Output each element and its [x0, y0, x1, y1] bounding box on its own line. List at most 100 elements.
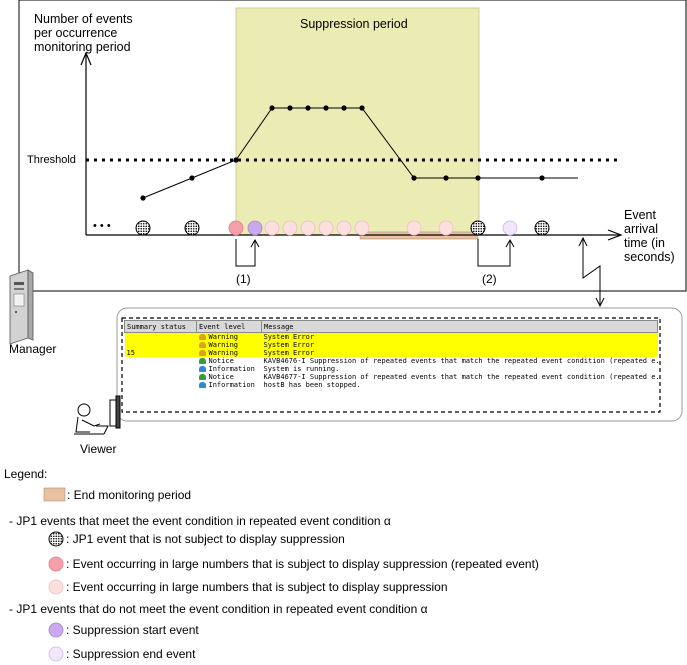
column-header-message[interactable]: Message: [261, 320, 658, 333]
marker-2-arrowhead: [505, 238, 515, 248]
connection-arrowhead-top: [578, 236, 588, 247]
event-list-header-row: Summary status Event level Message: [124, 320, 658, 333]
x-axis-label-line: Event: [624, 208, 656, 222]
large-event: [354, 220, 370, 236]
notice-icon: [198, 374, 206, 380]
column-header-summary-status[interactable]: Summary status: [124, 320, 197, 333]
event-level-text: Information: [208, 365, 255, 373]
information-icon: [198, 382, 206, 388]
notice-icon: [198, 358, 206, 364]
event-count-point: [475, 175, 481, 181]
ellipsis: • • •: [93, 220, 111, 232]
legend-not-suppressed-label: : JP1 event that is not subject to displ…: [66, 532, 345, 546]
not-suppressed-event: [135, 220, 151, 236]
large-event: [264, 220, 280, 236]
large-event: [318, 220, 334, 236]
legend-end-label: : Suppression end event: [66, 647, 196, 661]
event-count-point: [233, 157, 239, 163]
column-header-event-level[interactable]: Event level: [196, 320, 262, 333]
y-axis-label: Number of events per occurrence monitori…: [34, 12, 133, 54]
marker-2-bracket: [477, 239, 511, 267]
event-level: Warning: [196, 332, 262, 341]
event-row[interactable]: Information System is running.: [125, 365, 658, 373]
information-icon: [198, 366, 206, 372]
y-axis-label-line: per occurrence: [34, 26, 118, 40]
suppression-period-band: [235, 7, 480, 236]
event-level-text: Information: [208, 381, 255, 389]
legend-large-icon: [48, 579, 64, 595]
connection-arrow: [582, 239, 601, 305]
manager-server-icon: [9, 269, 34, 345]
viewer-label: Viewer: [80, 442, 117, 456]
y-axis-label-line: Number of events: [34, 12, 133, 26]
not-suppressed-event: [534, 220, 550, 236]
event-summary-status: [125, 357, 197, 365]
viewer-person-icon: [74, 395, 121, 435]
event-row[interactable]: Information hostB has been stopped.: [125, 381, 658, 389]
legend-group1-heading: - JP1 events that meet the event conditi…: [9, 514, 391, 528]
warning-icon: [198, 334, 206, 340]
event-level-text: Warning: [208, 333, 239, 341]
event-count-point: [443, 175, 449, 181]
event-level: Warning: [196, 341, 262, 349]
event-row[interactable]: Warning System Error: [124, 332, 658, 341]
legend-repeated-label: : Event occurring in large numbers that …: [66, 557, 539, 571]
marker-1-arrowhead: [250, 238, 260, 248]
event-message: System is running.: [263, 365, 340, 373]
event-count-point: [341, 105, 347, 111]
x-axis-arrowhead: [607, 229, 623, 241]
legend-title: Legend:: [4, 467, 48, 481]
event-count-point: [539, 175, 545, 181]
event-count-point: [287, 105, 293, 111]
y-axis-label-line: monitoring period: [34, 40, 131, 54]
manager-label: Manager: [9, 342, 57, 356]
legend-group2-heading: - JP1 events that do not meet the event …: [9, 602, 428, 616]
event-summary-status: [124, 341, 197, 349]
event-count-point: [323, 105, 329, 111]
event-level: Warning: [196, 349, 262, 357]
event-summary-status: 15: [124, 349, 197, 357]
event-level: Information: [197, 381, 262, 389]
event-count-point: [269, 105, 275, 111]
event-row[interactable]: Notice KAVB4677-I Suppression of repeated…: [125, 373, 658, 381]
event-level-text: Notice: [208, 357, 234, 365]
event-message: System Error: [261, 332, 658, 341]
event-level-text: Notice: [208, 373, 234, 381]
event-count-point: [411, 175, 417, 181]
x-axis-label-line: seconds): [624, 250, 675, 264]
event-level: Notice: [197, 373, 262, 381]
not-suppressed-event: [470, 220, 486, 236]
suppression-period-label: Suppression period: [300, 17, 408, 31]
event-row[interactable]: Notice KAVB4676-I Suppression of repeated…: [125, 357, 658, 365]
warning-icon: [198, 342, 206, 348]
y-axis-arrowhead: [80, 51, 92, 66]
marker-1-bracket: [235, 239, 256, 267]
event-message: System Error: [261, 341, 658, 349]
event-summary-status: [124, 332, 197, 341]
event-count-point: [189, 175, 195, 181]
event-message: KAVB4677-I Suppression of repeated event…: [263, 373, 658, 381]
event-count-point: [359, 105, 365, 111]
legend-start-label: : Suppression start event: [66, 623, 199, 637]
marker-1-label: (1): [236, 272, 251, 286]
not-suppressed-event: [184, 220, 200, 236]
event-level: Information: [197, 365, 262, 373]
legend-end-icon: [48, 646, 64, 662]
event-markers: [135, 220, 550, 236]
event-level-text: Warning: [208, 349, 239, 357]
legend-repeated-icon: [48, 556, 64, 572]
suppression-start-event: [247, 220, 263, 236]
event-count-point: [305, 105, 311, 111]
suppression-end-event: [502, 220, 518, 236]
event-message: KAVB4676-I Suppression of repeated event…: [263, 357, 658, 365]
large-event: [438, 220, 454, 236]
event-message: hostB has been stopped.: [263, 381, 361, 389]
legend-end-period-swatch: [43, 487, 66, 502]
warning-icon: [198, 350, 206, 356]
x-axis-label: Event arrival time (in seconds): [624, 208, 675, 264]
legend-start-icon: [48, 622, 64, 638]
